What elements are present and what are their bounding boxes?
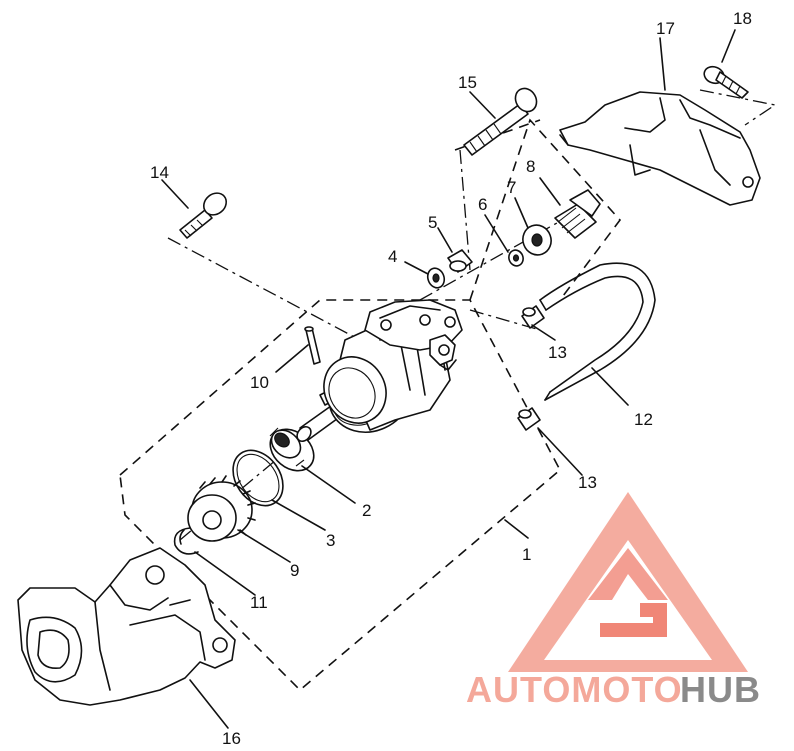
clamp-13-lower bbox=[517, 407, 541, 431]
watermark-word-dark: HUB bbox=[680, 669, 761, 710]
label-9: 9 bbox=[290, 561, 299, 580]
label-11: 11 bbox=[250, 593, 268, 612]
label-10: 10 bbox=[250, 373, 269, 392]
pin bbox=[304, 326, 321, 365]
label-17: 17 bbox=[656, 19, 675, 38]
callout-leaders bbox=[161, 29, 736, 729]
assembly-outline bbox=[119, 118, 622, 692]
plug-8 bbox=[554, 189, 601, 239]
crankcase-cover bbox=[17, 547, 236, 706]
watermark-text: AUTOMOTO HUB bbox=[466, 669, 761, 710]
label-12: 12 bbox=[634, 410, 653, 429]
cover-bracket bbox=[559, 91, 761, 206]
label-13-lower: 13 bbox=[578, 473, 597, 492]
label-15: 15 bbox=[458, 73, 477, 92]
leader-lines bbox=[167, 89, 777, 541]
label-2: 2 bbox=[362, 501, 371, 520]
hose bbox=[539, 262, 656, 401]
label-13-upper: 13 bbox=[548, 343, 567, 362]
washer-7 bbox=[522, 224, 552, 256]
label-6: 6 bbox=[478, 195, 487, 214]
label-14: 14 bbox=[150, 163, 169, 182]
clamp-13-upper bbox=[521, 305, 545, 329]
pump-body bbox=[296, 299, 463, 443]
part-labels: 17 18 15 14 8 7 6 5 4 13 10 12 13 2 3 1 … bbox=[150, 9, 752, 748]
label-16: 16 bbox=[222, 729, 241, 748]
watermark-logo bbox=[508, 492, 748, 672]
label-5: 5 bbox=[428, 213, 437, 232]
washer-4 bbox=[426, 267, 446, 289]
circlip bbox=[173, 527, 199, 555]
bolt-15 bbox=[463, 87, 538, 156]
screw-18 bbox=[703, 65, 749, 99]
label-3: 3 bbox=[326, 531, 335, 550]
label-18: 18 bbox=[733, 9, 752, 28]
label-7: 7 bbox=[507, 178, 516, 197]
label-1: 1 bbox=[522, 545, 531, 564]
label-4: 4 bbox=[388, 247, 397, 266]
screw-5 bbox=[447, 249, 473, 273]
label-8: 8 bbox=[526, 157, 535, 176]
watermark-word-light: AUTOMOTO bbox=[466, 669, 683, 710]
screw-14 bbox=[179, 192, 228, 239]
gasket-6 bbox=[508, 249, 524, 267]
drive-gear bbox=[187, 475, 256, 542]
